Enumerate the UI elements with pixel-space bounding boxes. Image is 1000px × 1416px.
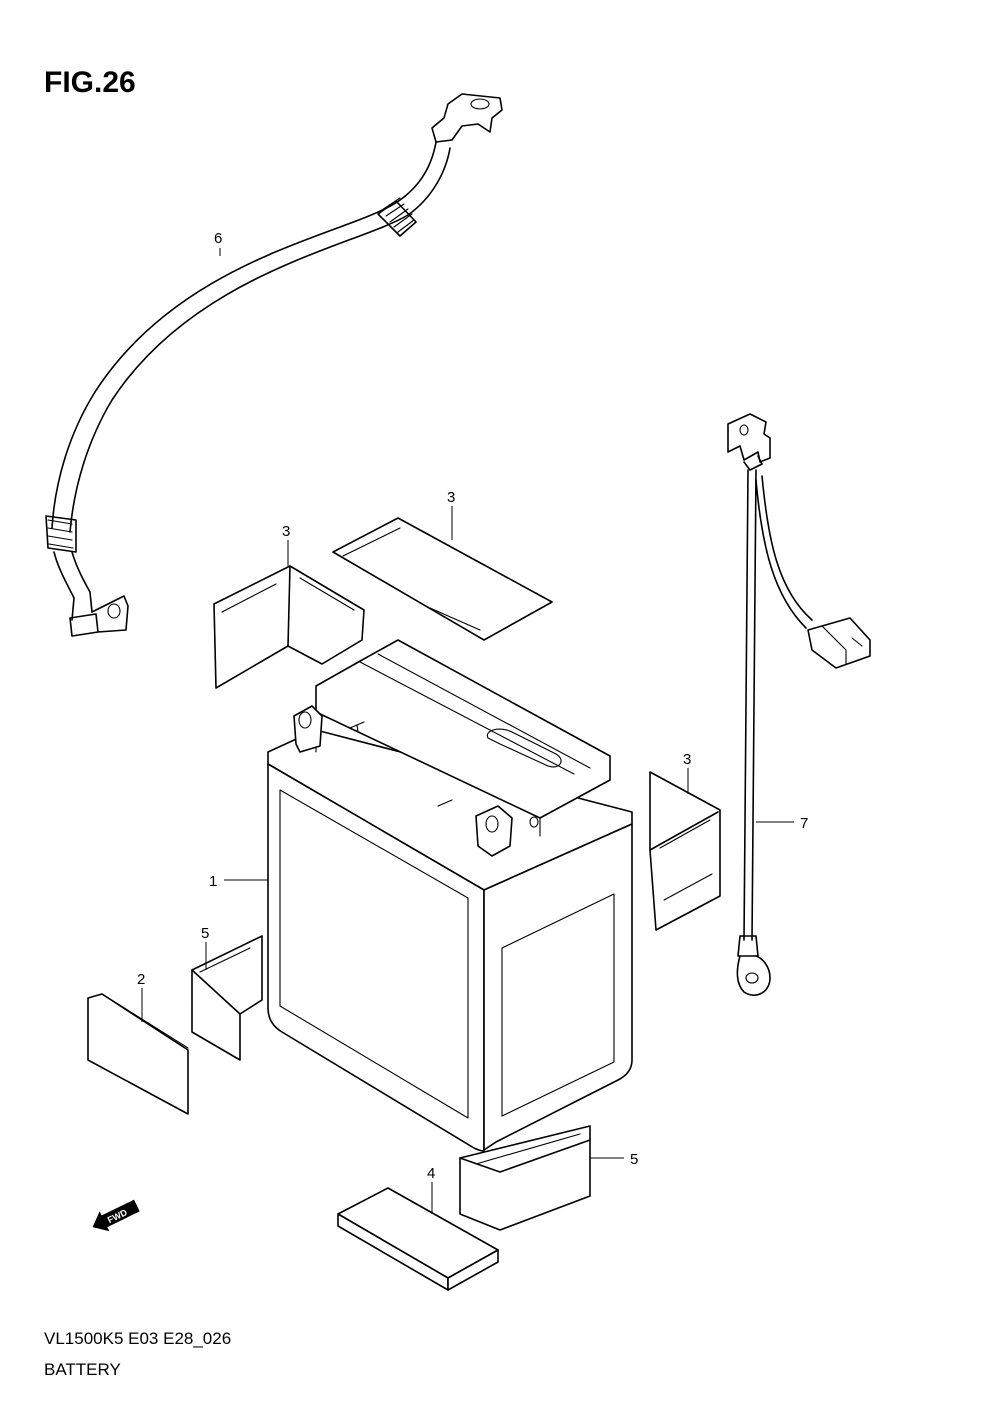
battery-pad-top-part: 3 [332,489,553,641]
fwd-direction-icon: FWD [92,1199,140,1232]
figure-title: FIG.26 [44,66,136,99]
callout-3-left: 3 [282,523,290,540]
callout-4: 4 [427,1165,435,1182]
model-code: VL1500K5 E03 E28_026 [44,1329,231,1348]
callout-7: 7 [800,815,808,832]
battery-part: 1 [209,639,633,1152]
battery-cushion-bottom-part: 5 [459,1125,638,1231]
callout-3-right: 3 [683,751,691,768]
battery-label-part: 2 [87,971,189,1115]
battery-spacer-part: 4 [337,1165,499,1291]
callout-3-top: 3 [447,489,455,506]
callout-6: 6 [214,230,222,247]
section-name: BATTERY [44,1360,121,1379]
battery-pad-right-part: 3 [649,751,721,931]
callout-5-bottom: 5 [630,1151,638,1168]
callout-1: 1 [209,873,217,890]
callout-2: 2 [137,971,145,988]
battery-cable-part: 6 [45,93,503,637]
callout-5-left: 5 [201,925,209,942]
battery-cushion-left-part: 5 [191,925,263,1061]
battery-pad-left-part: 3 [213,523,365,689]
ground-wire-part: 7 [727,413,871,996]
